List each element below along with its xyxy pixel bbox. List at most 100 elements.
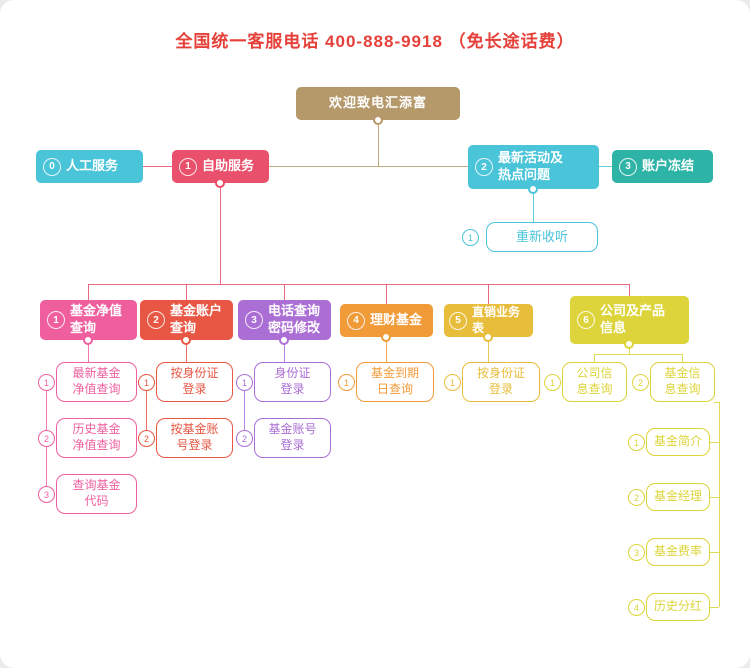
connector-dot [381,332,391,342]
connector-line [714,402,720,403]
node-label: 公司及产品 信息 [600,303,666,335]
node-wealth-fund: 4 理财基金 [340,304,433,337]
option-number-badge: 2 [38,430,55,447]
key-number-badge: 2 [475,158,493,176]
node-label: 最新活动及 热点问题 [498,150,564,182]
option-number-badge: 1 [628,434,645,451]
key-number-badge: 0 [43,157,61,176]
option-number-badge: 1 [236,374,253,391]
node-label: 欢迎致电汇添富 [328,95,427,111]
connector-dot [528,184,538,194]
connector-line [682,354,683,362]
key-number-badge: 1 [179,157,197,176]
connector-line [710,442,719,443]
option-id-card-login: 身份证 登录 [254,362,331,402]
key-number-badge: 1 [47,311,65,329]
connector-dot [483,332,493,342]
connector-line [186,340,187,362]
key-number-badge: 4 [347,311,365,330]
connector-line [710,497,719,498]
connector-line [488,337,489,362]
connector-dot [181,335,191,345]
option-fund-account-login: 基金账号 登录 [254,418,331,458]
option-fund-info-query: 基金信 息查询 [650,362,715,402]
connector-line [533,189,534,222]
option-fund-account-login: 按基金账 号登录 [156,418,233,458]
key-number-badge: 3 [245,311,263,329]
connector-line [284,340,285,362]
node-label: 理财基金 [370,312,423,328]
node-company-product-info: 6 公司及产品 信息 [570,296,689,344]
page-title: 全国统一客服电话 400-888-9918 （免长途话费） [175,32,575,51]
option-number-badge: 2 [236,430,253,447]
connector-line [599,166,612,167]
connector-line [594,354,683,355]
connector-dot [624,339,634,349]
option-number-badge: 1 [544,374,561,391]
node-fund-nav-query: 1 基金净值 查询 [40,300,137,340]
connector-line [88,284,89,300]
connector-line [488,284,489,304]
option-id-card-login: 按身份证 登录 [462,362,540,402]
option-id-card-login: 按身份证 登录 [156,362,233,402]
key-number-badge: 3 [619,157,637,176]
node-2-latest-activity: 2 最新活动及 热点问题 [468,145,599,189]
option-company-info-query: 公司信 息查询 [562,362,627,402]
connector-line [710,607,719,608]
option-replay: 重新收听 [486,222,598,252]
option-number-badge: 3 [628,544,645,561]
node-label: 自助服务 [202,158,255,174]
connector-line [220,183,221,284]
node-welcome: 欢迎致电汇添富 [296,87,460,120]
option-latest-nav-query: 最新基金 净值查询 [56,362,137,402]
option-number-badge: 1 [138,374,155,391]
option-fund-dividend: 历史分红 [646,593,710,621]
option-number-badge: 2 [628,489,645,506]
node-fund-account-query: 2 基金账户 查询 [140,300,233,340]
option-number-badge: 1 [38,374,55,391]
option-number-badge: 3 [38,486,55,503]
node-label: 基金净值 查询 [70,303,123,335]
connector-line [284,284,285,300]
option-fund-maturity-query: 基金到期 日查询 [356,362,434,402]
connector-line [143,166,172,167]
option-fund-code-query: 查询基金 代码 [56,474,137,514]
key-number-badge: 2 [147,311,165,329]
connector-line [719,402,720,607]
connector-dot [373,115,383,125]
connector-line [386,284,387,304]
node-label: 基金账户 查询 [170,303,223,335]
option-number-badge: 2 [138,430,155,447]
connector-line [46,446,47,486]
node-3-account-frozen: 3 账户冻结 [612,150,713,183]
node-label: 电话查询 密码修改 [268,303,321,335]
connector-dot [215,178,225,188]
connector-line [710,552,719,553]
node-label: 人工服务 [66,158,119,174]
option-number-badge: 4 [628,599,645,616]
node-label: 账户冻结 [642,158,695,174]
option-number-badge: 1 [444,374,461,391]
node-0-manual-service: 0 人工服务 [36,150,143,183]
connector-line [378,121,379,166]
connector-line [88,284,630,285]
connector-dot [83,335,93,345]
node-1-self-service: 1 自助服务 [172,150,269,183]
connector-line [594,354,595,362]
option-number-badge: 1 [338,374,355,391]
connector-line [244,390,245,430]
connector-line [629,284,630,296]
option-fund-fee: 基金费率 [646,538,710,566]
node-phone-password-change: 3 电话查询 密码修改 [238,300,331,340]
connector-dot [279,335,289,345]
connector-line [186,284,187,300]
option-fund-intro: 基金简介 [646,428,710,456]
connector-line [46,390,47,430]
option-number-badge: 2 [632,374,649,391]
option-number-badge: 1 [462,229,479,246]
connector-line [269,166,468,167]
connector-line [88,340,89,362]
key-number-badge: 6 [577,311,595,329]
connector-line [629,344,630,354]
